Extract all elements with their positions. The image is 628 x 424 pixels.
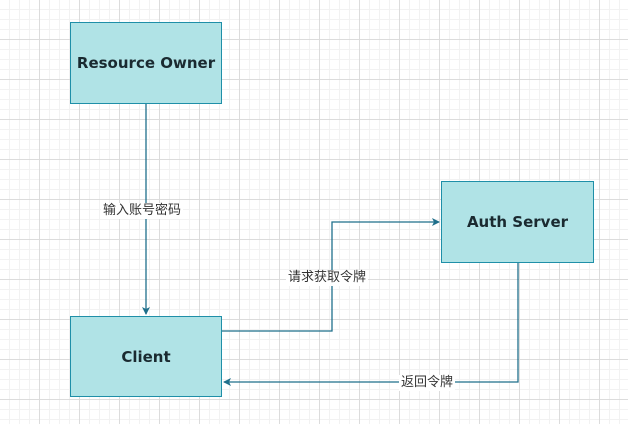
- auth-server-label: Auth Server: [466, 213, 569, 231]
- client-node[interactable]: Client: [70, 316, 222, 397]
- client-label: Client: [121, 347, 171, 366]
- resource-owner-label: Resource Owner: [76, 54, 216, 72]
- edge-label-return-token: 返回令牌: [399, 375, 456, 391]
- edge-auth-to-client[interactable]: [223, 263, 519, 386]
- edge-label-input-credentials: 输入账号密码: [101, 203, 184, 219]
- resource-owner-node[interactable]: Resource Owner: [70, 22, 222, 104]
- edge-label-request-token: 请求获取令牌: [286, 270, 369, 286]
- auth-server-node[interactable]: Auth Server: [441, 181, 594, 263]
